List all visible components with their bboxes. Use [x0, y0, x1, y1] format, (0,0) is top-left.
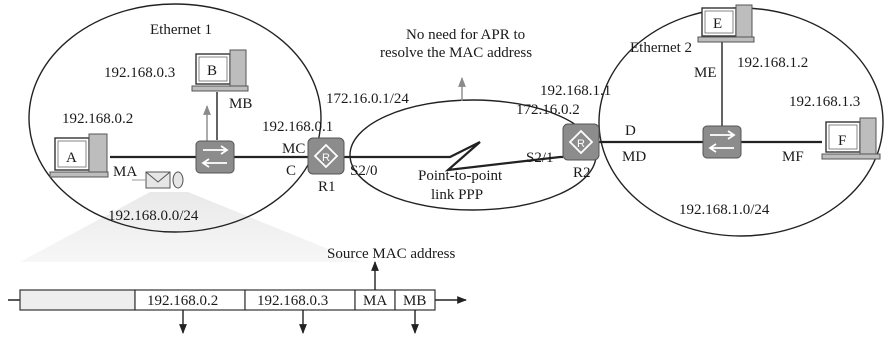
frame-diagram: 192.168.0.2 192.168.0.3 MA MB Source MAC…: [8, 246, 467, 334]
r1-wan-ip: 172.16.0.1/24: [326, 91, 409, 107]
host-e-mac: ME: [694, 65, 717, 81]
r2-wan-port: S2/1: [526, 150, 554, 166]
host-e-ip: 192.168.1.2: [737, 55, 808, 71]
ppp-serial-link: [344, 141, 563, 172]
ethernet2-subnet: 192.168.1.0/24: [679, 202, 770, 218]
r2-lan-port: D: [625, 123, 636, 139]
router-r1-icon[interactable]: R: [307, 137, 345, 175]
host-a-computer-icon[interactable]: A: [49, 133, 109, 178]
r2-name: R2: [573, 165, 591, 181]
zoom-wedge: [20, 192, 360, 262]
switch1-icon[interactable]: [195, 140, 235, 174]
ethernet1-subnet: 192.168.0.0/24: [108, 208, 199, 224]
host-f-name: F: [838, 133, 846, 149]
switch2-icon[interactable]: [702, 125, 742, 159]
source-mac-label: Source MAC address: [327, 246, 455, 262]
host-a-ip: 192.168.0.2: [62, 111, 133, 127]
frame-dst-mac: MB: [403, 293, 426, 309]
ethernet1-name: Ethernet 1: [150, 22, 212, 38]
svg-text:R: R: [577, 138, 585, 150]
frame-payload-field: [19, 289, 136, 311]
frame-src-mac: MA: [363, 293, 387, 309]
r2-lan-mac: MD: [622, 149, 646, 165]
r2-wan-ip: 172.16.0.2: [516, 102, 580, 118]
frame-dst-ip: 192.168.0.3: [257, 293, 328, 309]
r1-lan-mac: MC: [282, 141, 305, 157]
ethernet2-name: Ethernet 2: [630, 40, 692, 56]
host-f-computer-icon[interactable]: F: [821, 117, 881, 160]
r1-wan-port: S2/0: [350, 163, 378, 179]
r2-lan-ip: 192.168.1.1: [540, 83, 611, 99]
r1-lan-ip: 192.168.0.1: [262, 119, 333, 135]
host-e-computer-icon[interactable]: E: [697, 4, 755, 43]
svg-text:R: R: [322, 152, 330, 164]
annotation-line2: resolve the MAC address: [380, 45, 532, 61]
r1-name: R1: [318, 179, 336, 195]
r1-lan-port: C: [286, 163, 296, 179]
host-f-mac: MF: [782, 149, 804, 165]
host-a-mac: MA: [113, 164, 137, 180]
host-b-mac: MB: [229, 96, 252, 112]
annotation-line1: No need for APR to: [406, 27, 525, 43]
host-b-name: B: [207, 63, 217, 79]
frame-src-ip: 192.168.0.2: [147, 293, 218, 309]
host-e-name: E: [713, 16, 722, 32]
ppp-label-line2: link PPP: [431, 187, 483, 203]
ethernet1-boundary: [28, 3, 322, 233]
host-a-name: A: [66, 150, 77, 166]
packet-envelope-icon: [132, 171, 184, 189]
host-b-ip: 192.168.0.3: [104, 65, 175, 81]
router-r2-icon[interactable]: R: [562, 123, 600, 161]
host-f-ip: 192.168.1.3: [789, 94, 860, 110]
host-b-computer-icon[interactable]: B: [191, 49, 249, 92]
ppp-label-line1: Point-to-point: [418, 168, 503, 184]
